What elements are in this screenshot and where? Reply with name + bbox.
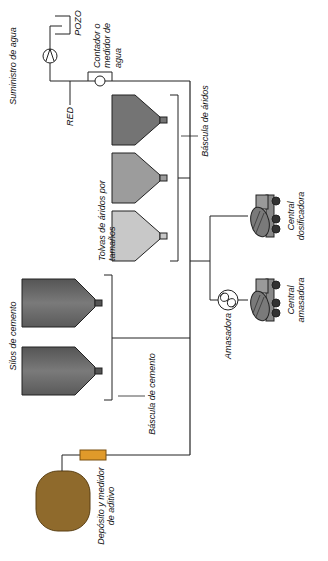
pipe [50, 81, 190, 82]
mixer-symbol [218, 290, 238, 310]
cement-silo [22, 279, 102, 327]
pipe [178, 178, 190, 179]
collector-line [189, 81, 190, 455]
aggregate-hopper [112, 95, 160, 145]
pump-symbol [46, 49, 54, 61]
water-meter [95, 76, 105, 86]
aggregate-hopper [112, 153, 160, 203]
well-label: POZO [73, 3, 83, 43]
additive-tank [36, 471, 90, 531]
aggregate-scale-bracket [170, 95, 178, 261]
silo-label: Silos de cemento [8, 281, 18, 391]
mains-label: RED [65, 107, 75, 131]
truck-label: Central dosificadora [286, 179, 307, 253]
leader-line [118, 396, 145, 397]
additive-meter [80, 450, 106, 460]
hopper-label: Tolvas de áridos por tamaños [97, 151, 118, 261]
mixer-truck [248, 195, 280, 239]
mixer-label: Amasadora [223, 313, 233, 365]
pipe [210, 216, 248, 217]
mixer-truck [248, 279, 280, 323]
pipe [70, 81, 71, 105]
truck-label: Central amasadora [286, 263, 307, 337]
tank-label: Depósito y medidor de aditivo [96, 463, 117, 549]
pump-symbol [43, 49, 57, 63]
cement-silo [22, 347, 102, 395]
pipe [210, 300, 218, 301]
pipe [238, 300, 248, 301]
scale-label: Báscula de áridos [200, 76, 210, 166]
well [55, 16, 70, 34]
scale-label: Báscula de cemento [147, 345, 157, 443]
aggregate-hopper [112, 211, 160, 261]
cement-scale-bracket [104, 275, 112, 400]
supply-label: Suministro de agua [8, 11, 18, 121]
pipe [210, 216, 211, 300]
pipe [190, 261, 210, 262]
pipe [112, 338, 190, 339]
meter-label: Contador o medidor de agua [92, 4, 123, 68]
